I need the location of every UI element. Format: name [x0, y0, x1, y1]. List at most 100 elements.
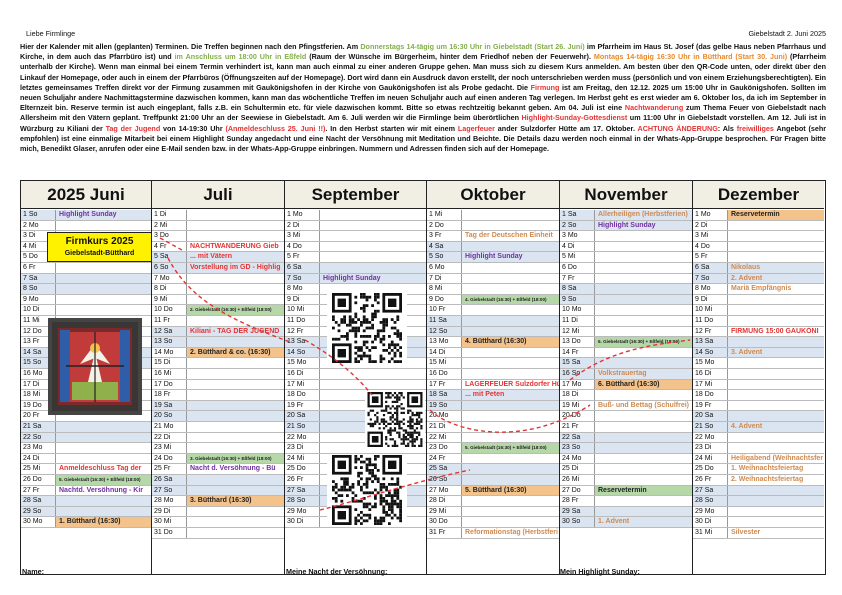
- day-row[interactable]: 12 Mi: [560, 326, 692, 338]
- qr-code-3[interactable]: [327, 455, 407, 525]
- qr-code-2[interactable]: [365, 392, 425, 447]
- day-row[interactable]: 15 Sa: [560, 358, 692, 369]
- day-row[interactable]: 23 So: [560, 443, 692, 454]
- day-row[interactable]: 2 Di: [285, 220, 426, 232]
- day-row[interactable]: 21 Fr: [560, 422, 692, 433]
- day-row[interactable]: 29 So: [21, 506, 151, 518]
- day-row[interactable]: 30 Di: [693, 517, 824, 528]
- day-row[interactable]: 8 Mi: [427, 284, 559, 295]
- day-row[interactable]: 14 Fr: [560, 347, 692, 359]
- day-row[interactable]: 1 Mi: [427, 210, 559, 221]
- day-row[interactable]: 15 Di: [152, 358, 284, 369]
- day-row[interactable]: 31 Do: [152, 528, 284, 539]
- day-row[interactable]: 21 So: [285, 422, 426, 433]
- day-row[interactable]: 22 Mo: [693, 432, 824, 444]
- day-row[interactable]: 29 Mo: [693, 506, 824, 518]
- day-row[interactable]: 20 So: [152, 411, 284, 422]
- day-row[interactable]: 1 Di: [152, 210, 284, 221]
- day-row[interactable]: 22 Mi: [427, 432, 559, 444]
- day-row[interactable]: 24 Di: [21, 453, 151, 465]
- day-row[interactable]: 28 Fr: [560, 496, 692, 507]
- day-row[interactable]: 26 Sa: [152, 475, 284, 486]
- day-row[interactable]: 22 So: [21, 432, 151, 444]
- day-row[interactable]: 30 Mi: [152, 517, 284, 528]
- day-row[interactable]: 30 Do: [427, 517, 559, 528]
- day-row[interactable]: 21 Mo: [152, 422, 284, 433]
- qr-code-1[interactable]: [327, 293, 407, 363]
- day-row[interactable]: 28 So: [693, 496, 824, 507]
- day-row[interactable]: 3 Do: [152, 231, 284, 242]
- day-row[interactable]: 7 Mo: [152, 273, 284, 285]
- day-row[interactable]: 5 Fr: [285, 252, 426, 263]
- day-row[interactable]: 16 Di: [693, 369, 824, 380]
- day-row[interactable]: 25 Sa: [427, 464, 559, 475]
- day-row[interactable]: 19 Sa: [152, 400, 284, 412]
- day-row[interactable]: 5 Fr: [693, 252, 824, 263]
- day-row[interactable]: 11 Di: [560, 316, 692, 327]
- day-row[interactable]: 10 Mo: [560, 305, 692, 316]
- day-row[interactable]: 20 Sa: [693, 411, 824, 422]
- day-row[interactable]: 17 Mi: [285, 379, 426, 391]
- day-row[interactable]: 16 Do: [427, 369, 559, 380]
- day-row[interactable]: 29 Sa: [560, 506, 692, 518]
- day-row[interactable]: 6 Mo: [427, 263, 559, 274]
- day-row[interactable]: 20 Sa: [285, 411, 426, 422]
- day-row[interactable]: 17 Do: [152, 379, 284, 391]
- day-row[interactable]: 24 Fr: [427, 453, 559, 465]
- day-row[interactable]: 1 Mo: [285, 210, 426, 221]
- day-row[interactable]: 27 Sa: [693, 485, 824, 497]
- day-row[interactable]: 6 Fr: [21, 263, 151, 274]
- day-row[interactable]: 18 Di: [560, 390, 692, 401]
- day-row[interactable]: 9 Mo: [21, 294, 151, 306]
- day-row[interactable]: 26 Mi: [560, 475, 692, 486]
- day-row[interactable]: 25 Di: [560, 464, 692, 475]
- day-row[interactable]: 15 Mo: [693, 358, 824, 369]
- day-row[interactable]: 14 Di: [427, 347, 559, 359]
- day-row[interactable]: 23 Mi: [152, 443, 284, 454]
- day-row[interactable]: 8 Di: [152, 284, 284, 295]
- day-row[interactable]: 26 So: [427, 475, 559, 486]
- day-row[interactable]: 4 Di: [560, 241, 692, 253]
- day-row[interactable]: 4 Do: [285, 241, 426, 253]
- day-row[interactable]: 9 Di: [693, 294, 824, 306]
- day-row[interactable]: 10 Fr: [427, 305, 559, 316]
- day-row[interactable]: 23 Mo: [21, 443, 151, 454]
- day-row[interactable]: 19 Fr: [285, 400, 426, 412]
- day-row[interactable]: 19 Fr: [693, 400, 824, 412]
- day-row[interactable]: 7 Sa: [21, 273, 151, 285]
- day-row[interactable]: 15 Mi: [427, 358, 559, 369]
- day-row[interactable]: 5 Mi: [560, 252, 692, 263]
- day-row[interactable]: 13 Sa: [693, 337, 824, 348]
- day-row[interactable]: 18 Fr: [152, 390, 284, 401]
- day-row[interactable]: 2 Mo: [21, 220, 151, 232]
- day-row[interactable]: 7 Fr: [560, 273, 692, 285]
- day-row[interactable]: 16 Mi: [152, 369, 284, 380]
- day-row[interactable]: 12 So: [427, 326, 559, 338]
- day-row[interactable]: 3 Mi: [693, 231, 824, 242]
- day-row[interactable]: 19 So: [427, 400, 559, 412]
- day-row[interactable]: 10 Di: [21, 305, 151, 316]
